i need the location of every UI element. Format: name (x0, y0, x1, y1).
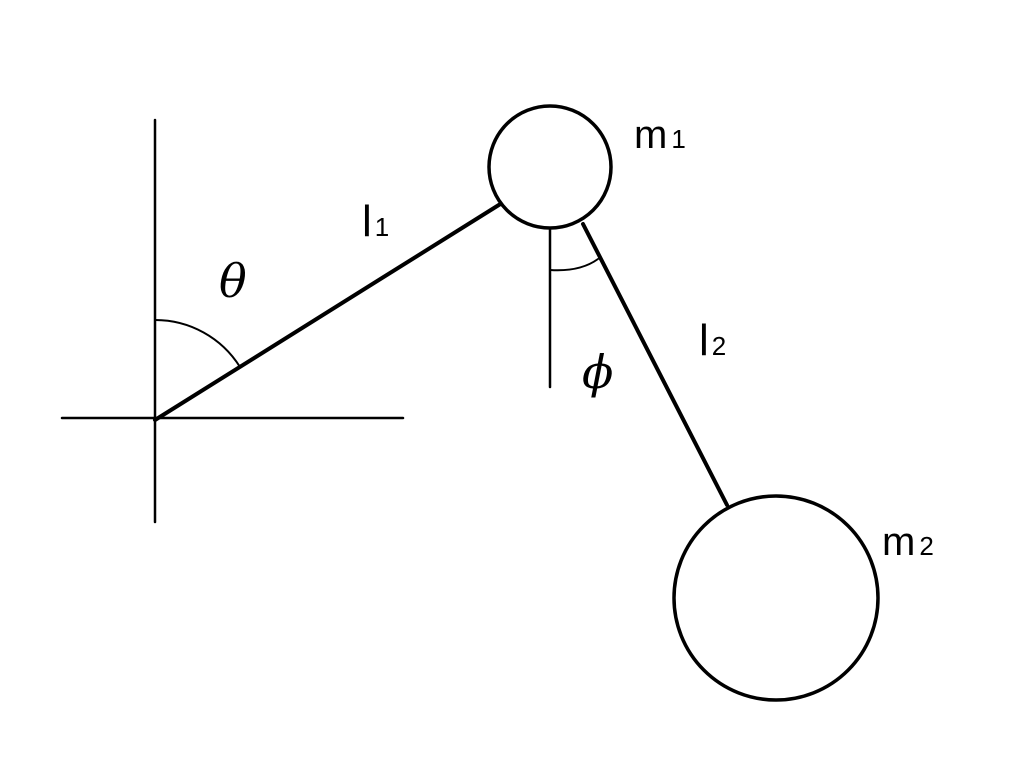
mass-2 (672, 494, 880, 702)
phi-label: ϕ (582, 345, 613, 399)
mass-1 (487, 104, 613, 230)
theta-arc (154, 318, 241, 368)
rod-2 (581, 222, 729, 507)
rod-1 (153, 201, 504, 422)
theta-label: θ (219, 254, 247, 308)
phi-arc (549, 258, 599, 272)
